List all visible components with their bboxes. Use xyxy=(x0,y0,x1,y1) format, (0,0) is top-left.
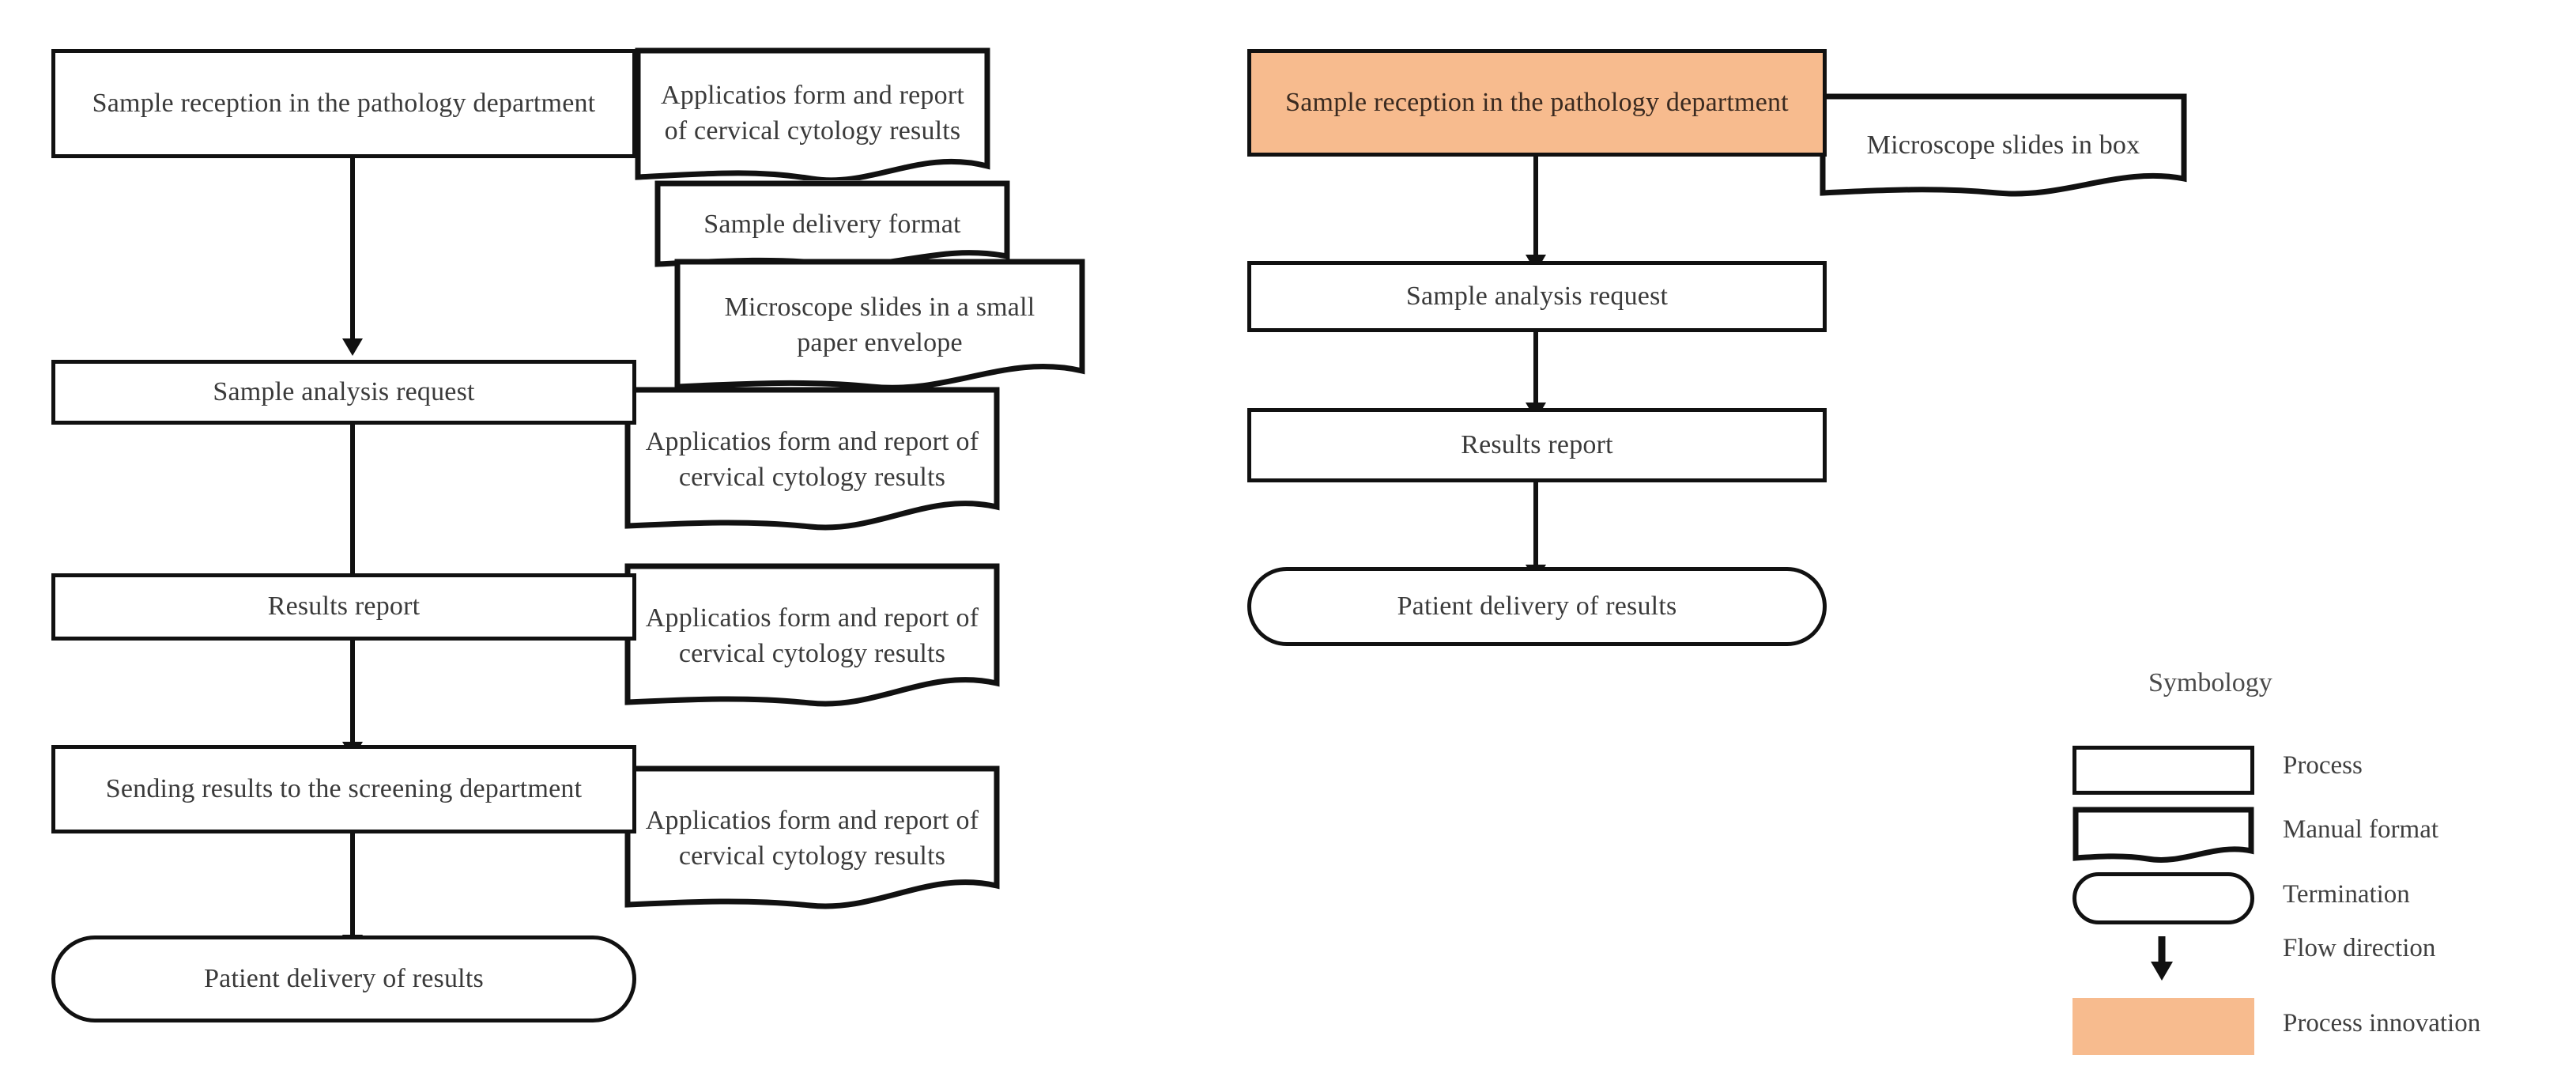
legend-symbol-process xyxy=(2072,746,2254,795)
process-label: Sample reception in the pathology depart… xyxy=(1285,87,1789,117)
legend-symbol-process-innovation xyxy=(2072,998,2254,1055)
legend-symbol-manual-format xyxy=(2072,807,2254,864)
process-label: Sample analysis request xyxy=(213,376,475,406)
process-label: Sample analysis request xyxy=(1405,281,1669,311)
legend-symbol-flow-direction xyxy=(2134,933,2189,982)
process-label: Sample reception in the pathology depart… xyxy=(92,88,596,118)
legend-label-process: Process xyxy=(2283,751,2363,780)
process-results-report-left[interactable]: Results report xyxy=(51,573,636,641)
connector-r3-r4 xyxy=(1533,482,1538,569)
manual-format-shape xyxy=(624,387,1000,531)
connector-l3-l4 xyxy=(350,639,355,746)
process-results-report-right[interactable]: Results report xyxy=(1247,408,1827,482)
manual-format-shape xyxy=(624,765,1000,909)
document-label: Applicatios form and report of cervical … xyxy=(645,426,979,492)
process-sending-results-left[interactable]: Sending results to the screening departm… xyxy=(51,745,636,833)
process-label: Sending results to the screening departm… xyxy=(105,773,583,803)
manual-format-shape xyxy=(635,47,990,180)
arrow-head-l1-l2 xyxy=(342,338,363,356)
legend-symbol-termination xyxy=(2072,872,2254,924)
document-label: Applicatios form and report of cervical … xyxy=(645,603,979,668)
flow-direction-arrow-icon xyxy=(2151,936,2173,981)
document-application-form-1: Applicatios form and report of cervical … xyxy=(635,47,990,180)
terminator-label: Patient delivery of results xyxy=(204,963,484,993)
connector-r2-r3 xyxy=(1533,331,1538,406)
connector-l4-l5 xyxy=(350,832,355,939)
connector-r1-r2 xyxy=(1533,156,1538,259)
document-label: Applicatios form and report of cervical … xyxy=(645,805,979,871)
document-label: Microscope slides in a small paper envel… xyxy=(724,293,1035,357)
document-application-form-2: Applicatios form and report of cervical … xyxy=(624,387,1000,533)
document-label: Microscope slides in box xyxy=(1866,130,2140,160)
document-application-form-3: Applicatios form and report of cervical … xyxy=(624,563,1000,709)
connector-l1-l2 xyxy=(350,157,355,342)
legend-label-flow-direction: Flow direction xyxy=(2283,934,2436,962)
document-label: Applicatios form and report of cervical … xyxy=(660,81,964,146)
manual-format-shape xyxy=(1820,93,2187,197)
document-sample-delivery-format: Sample delivery format xyxy=(654,180,1010,269)
legend-label-process-innovation: Process innovation xyxy=(2283,1009,2481,1038)
document-label: Sample delivery format xyxy=(703,209,961,239)
process-label: Results report xyxy=(1461,429,1613,459)
document-application-form-4: Applicatios form and report of cervical … xyxy=(624,765,1000,912)
process-sample-analysis-request-right[interactable]: Sample analysis request xyxy=(1247,261,1827,332)
connector-l2-l3 xyxy=(350,423,355,581)
terminator-patient-delivery-right[interactable]: Patient delivery of results xyxy=(1247,567,1827,646)
process-sample-reception-right[interactable]: Sample reception in the pathology depart… xyxy=(1247,49,1827,157)
manual-format-shape xyxy=(624,563,1000,707)
legend-label-manual-format: Manual format xyxy=(2283,815,2439,844)
manual-format-shape xyxy=(674,259,1085,391)
terminator-label: Patient delivery of results xyxy=(1397,591,1677,621)
document-microscope-slides-envelope: Microscope slides in a small paper envel… xyxy=(674,259,1085,393)
manual-format-shape xyxy=(2072,807,2254,863)
legend-title: Symbology xyxy=(2148,668,2272,697)
process-sample-analysis-request-left[interactable]: Sample analysis request xyxy=(51,360,636,425)
legend-label-termination: Termination xyxy=(2283,880,2410,909)
process-label: Results report xyxy=(267,592,421,622)
terminator-patient-delivery-left[interactable]: Patient delivery of results xyxy=(51,935,636,1022)
process-sample-reception-left[interactable]: Sample reception in the pathology depart… xyxy=(51,49,636,158)
document-microscope-slides-box: Microscope slides in box xyxy=(1820,93,2187,198)
